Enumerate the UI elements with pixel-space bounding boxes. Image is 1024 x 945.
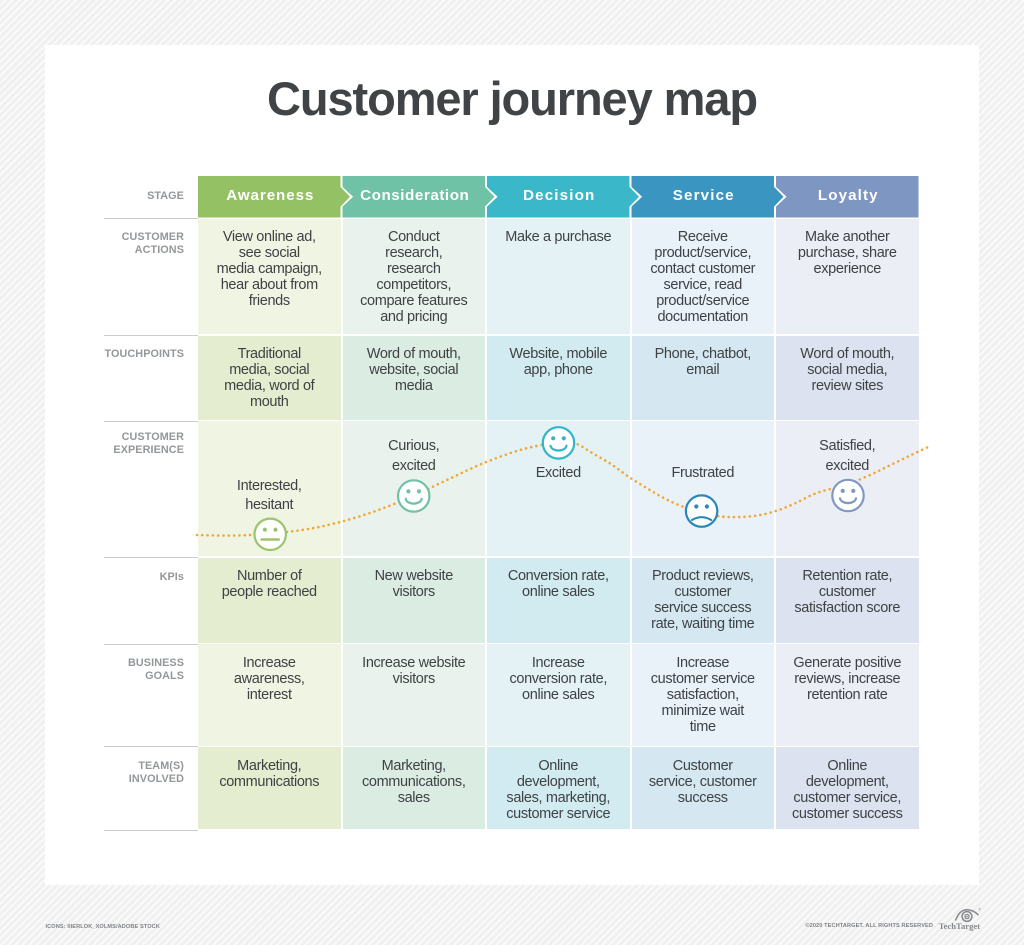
svg-text:TechTarget: TechTarget bbox=[939, 921, 981, 931]
svg-text:®: ® bbox=[979, 908, 982, 912]
